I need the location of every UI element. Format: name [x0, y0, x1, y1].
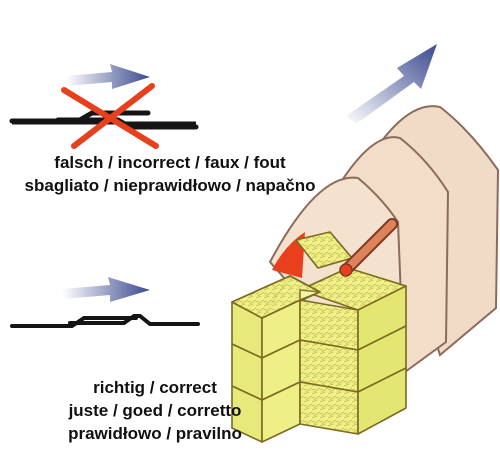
right-example: [10, 277, 200, 328]
arrow-right-icon: [66, 64, 150, 89]
hay-bale-stack: [231, 231, 407, 443]
roll-stick: [339, 218, 398, 277]
caption-incorrect: falsch / incorrect / faux / fout sbaglia…: [0, 151, 340, 197]
arrow-up-right-icon: [346, 44, 437, 124]
caption-correct: richtig / correct juste / goed / corrett…: [0, 376, 310, 445]
cross-mark-icon: [61, 83, 159, 149]
wrong-example: [9, 64, 199, 149]
film-sheets: [268, 105, 500, 403]
caption-incorrect-line-1: falsch / incorrect / faux / fout: [54, 153, 286, 172]
caption-incorrect-line-2: sbagliato / nieprawidłowo / napačno: [24, 176, 316, 195]
bale-front-right-6: [357, 367, 407, 435]
bale-front-top-row: [231, 275, 321, 319]
caption-correct-line-2: juste / goed / corretto: [68, 401, 242, 420]
caption-correct-line-1: richtig / correct: [93, 378, 217, 397]
caption-correct-line-3: prawidłowo / pravilno: [68, 424, 242, 443]
arrow-right-icon: [62, 277, 150, 302]
film-edge-highlight: [272, 232, 305, 278]
right-film-overlap: [10, 314, 200, 328]
